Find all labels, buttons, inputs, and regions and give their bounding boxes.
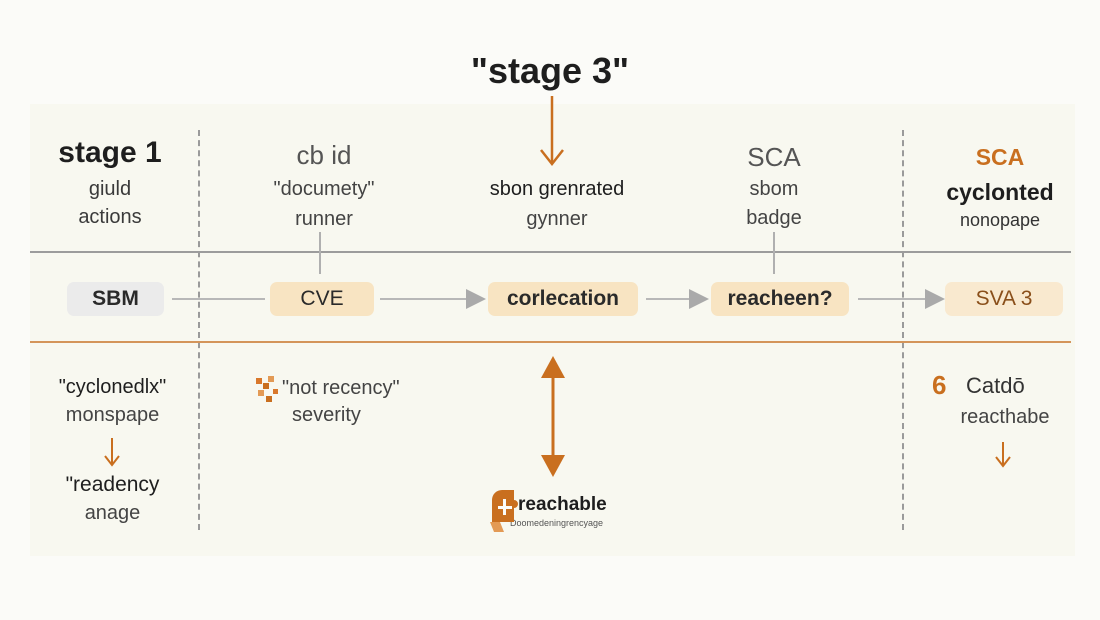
node-sbm: SBM	[67, 282, 164, 316]
reachable-sub: Doomedeningrencyage	[510, 518, 604, 528]
bottom-left-line1: "cyclonedlx"	[58, 376, 167, 398]
sbom-line2: gynner	[526, 208, 588, 230]
stage1-line2: actions	[78, 206, 142, 228]
sca2-line1: cyclonted	[946, 179, 1054, 205]
center-double-arrow	[541, 356, 565, 477]
cve-warning-icon	[256, 376, 278, 402]
sbom-line1: sbon grenrated	[489, 178, 625, 200]
cbid-heading: cb id	[296, 140, 352, 170]
sca-line2: badge	[746, 207, 802, 229]
right-down-arrow	[995, 442, 1011, 468]
node-sva: SVA 3	[945, 282, 1063, 316]
reachable-puzzle-icon	[490, 490, 518, 532]
bottom-left-line3: "readency	[65, 473, 160, 496]
cbid-line1: "documety"	[273, 178, 375, 200]
right-line2: reacthabe	[960, 406, 1050, 428]
bottom-left-line4: anage	[84, 502, 141, 524]
sca-heading: SCA	[747, 142, 801, 172]
sca-line1: sbom	[749, 178, 799, 200]
sca2-line2: nonopape	[959, 210, 1041, 230]
right-number: 6	[932, 370, 947, 400]
title-down-arrow	[540, 96, 564, 167]
cbid-connector	[319, 232, 321, 274]
upper-divider-line	[30, 251, 1071, 253]
column-separator-right	[902, 130, 904, 530]
diagram-title: "stage 3"	[470, 50, 630, 91]
reachable-label: reachable	[518, 494, 607, 515]
lower-divider-line	[30, 341, 1071, 343]
stage1-heading: stage 1	[58, 136, 162, 169]
node-reachable: reacheen?	[711, 282, 849, 316]
node-correlation: corlecation	[488, 282, 638, 316]
bottom-left-line2: monspape	[65, 404, 160, 426]
column-separator-left	[198, 130, 200, 530]
stage1-line1: giuld	[88, 178, 132, 200]
bottom-cve-line1: "not recency"	[282, 377, 400, 399]
cbid-line2: runner	[295, 208, 353, 230]
sca-connector	[773, 232, 775, 274]
sca2-heading: SCA	[975, 144, 1025, 170]
bottom-cve-line2: severity	[292, 404, 361, 426]
right-line1: Catdō	[966, 373, 1025, 398]
left-down-arrow	[104, 438, 120, 467]
diagram-panel	[30, 104, 1075, 556]
node-cve: CVE	[270, 282, 374, 316]
